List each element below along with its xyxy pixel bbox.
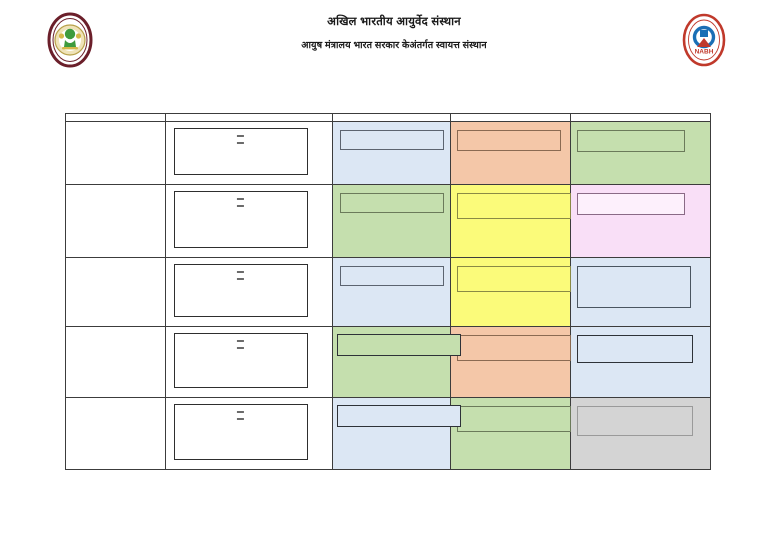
row1-field-c-input[interactable] — [577, 130, 685, 152]
row1-cell-field-b[interactable] — [450, 121, 571, 185]
dash-mark-icon — [236, 418, 244, 420]
svg-text:NABH: NABH — [695, 49, 714, 56]
row5-field-a-input[interactable] — [337, 405, 461, 427]
row2-description-box[interactable] — [174, 191, 308, 248]
row2-dash-marks — [236, 198, 244, 207]
dash-mark-icon — [236, 135, 244, 137]
row1-field-a-input[interactable] — [340, 130, 444, 150]
row1-cell-field-a[interactable] — [332, 121, 451, 185]
page-subtitle: आयुष मंत्रालय भारत सरकार केअंतर्गत स्वाय… — [301, 40, 487, 51]
table-row — [65, 184, 711, 258]
row3-cell-field-c[interactable] — [570, 257, 711, 327]
dash-mark-icon — [236, 411, 244, 413]
row5-dash-marks — [236, 411, 244, 420]
nabh-accreditation-emblem-icon: NABH — [676, 12, 732, 68]
row5-cell-label[interactable] — [65, 397, 166, 470]
row2-cell-description[interactable] — [165, 184, 333, 258]
row5-cell-field-b[interactable] — [450, 397, 571, 470]
dash-mark-icon — [236, 205, 244, 207]
row4-dash-marks — [236, 340, 244, 349]
row4-cell-field-a[interactable] — [332, 326, 461, 398]
dash-mark-icon — [236, 142, 244, 144]
row1-cell-description[interactable] — [165, 121, 333, 185]
table-row — [65, 257, 711, 327]
table-row — [65, 397, 711, 470]
form-table — [65, 113, 711, 470]
row2-field-b-input[interactable] — [457, 193, 571, 219]
row3-cell-description[interactable] — [165, 257, 333, 327]
dash-mark-icon — [236, 198, 244, 200]
row2-cell-field-c[interactable] — [570, 184, 711, 258]
row4-cell-label[interactable] — [65, 326, 166, 398]
header-cell-1 — [65, 113, 166, 122]
row5-description-box[interactable] — [174, 404, 308, 460]
table-row — [65, 121, 711, 185]
dash-mark-icon — [236, 278, 244, 280]
header-cell-5 — [570, 113, 711, 122]
row2-cell-label[interactable] — [65, 184, 166, 258]
row3-description-box[interactable] — [174, 264, 308, 317]
header-cell-3 — [332, 113, 451, 122]
row3-field-a-input[interactable] — [340, 266, 444, 286]
row1-dash-marks — [236, 135, 244, 144]
row4-cell-description[interactable] — [165, 326, 333, 398]
row2-field-c-input[interactable] — [577, 193, 685, 215]
header-cell-2 — [165, 113, 333, 122]
row4-description-box[interactable] — [174, 333, 308, 388]
row3-field-b-input[interactable] — [457, 266, 571, 292]
dash-mark-icon — [236, 347, 244, 349]
row3-field-c-input[interactable] — [577, 266, 691, 308]
header-cell-4 — [450, 113, 571, 122]
row3-cell-field-b[interactable] — [450, 257, 571, 327]
aiia-institute-emblem-icon — [42, 12, 98, 68]
row4-cell-field-c[interactable] — [570, 326, 711, 398]
row3-cell-field-a[interactable] — [332, 257, 451, 327]
row1-cell-field-c[interactable] — [570, 121, 711, 185]
row4-cell-field-b[interactable] — [450, 326, 571, 398]
row4-field-c-input[interactable] — [577, 335, 693, 363]
row5-cell-field-a[interactable] — [332, 397, 461, 470]
row1-field-b-input[interactable] — [457, 130, 561, 151]
page-title: अखिल भारतीय आयुर्वेद संस्थान — [327, 16, 461, 28]
row3-cell-label[interactable] — [65, 257, 166, 327]
row1-description-box[interactable] — [174, 128, 308, 175]
dash-mark-icon — [236, 271, 244, 273]
row5-field-b-input[interactable] — [457, 406, 571, 432]
row5-cell-description[interactable] — [165, 397, 333, 470]
table-row — [65, 326, 711, 398]
row3-dash-marks — [236, 271, 244, 280]
row4-field-a-input[interactable] — [337, 334, 461, 356]
dash-mark-icon — [236, 340, 244, 342]
row2-cell-field-b[interactable] — [450, 184, 571, 258]
table-header-row — [65, 113, 711, 122]
row1-cell-label[interactable] — [65, 121, 166, 185]
row4-field-b-input[interactable] — [457, 335, 571, 361]
institute-title-block: अखिल भारतीय आयुर्वेद संस्थान आयुष मंत्रा… — [214, 14, 574, 53]
row2-field-a-input[interactable] — [340, 193, 444, 213]
page-header: अखिल भारतीय आयुर्वेद संस्थान आयुष मंत्रा… — [0, 0, 768, 100]
row2-cell-field-a[interactable] — [332, 184, 451, 258]
row5-field-c-input[interactable] — [577, 406, 693, 436]
row5-cell-field-c[interactable] — [570, 397, 711, 470]
